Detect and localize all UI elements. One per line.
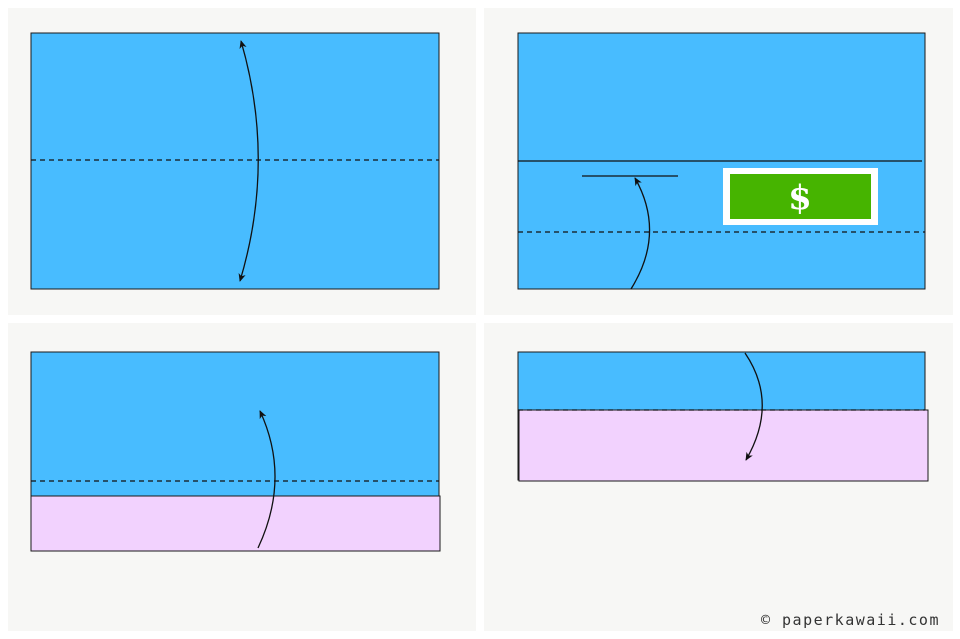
step-3-diagram <box>30 351 441 552</box>
pink-folded-flap <box>518 409 929 482</box>
copyright-notice: © paperkawaii.com <box>760 611 940 629</box>
dollar-bill-icon: $ <box>723 168 878 225</box>
step-2-diagram: $ <box>517 32 926 290</box>
fold-up-arrow <box>257 410 276 549</box>
step-3-panel <box>8 323 476 631</box>
pink-folded-flap <box>30 495 441 552</box>
step-2-panel: $ <box>484 8 953 315</box>
step-1-panel <box>8 8 476 315</box>
fold-down-arrow <box>744 352 763 461</box>
step-1-diagram <box>30 32 440 290</box>
fold-unfold-arrow <box>238 40 259 282</box>
blue-paper <box>30 32 440 290</box>
step-4-diagram <box>517 351 929 482</box>
fold-up-arrow <box>630 177 651 290</box>
dollar-symbol: $ <box>788 178 812 218</box>
blue-paper <box>30 351 440 498</box>
step-4-panel <box>484 323 953 631</box>
